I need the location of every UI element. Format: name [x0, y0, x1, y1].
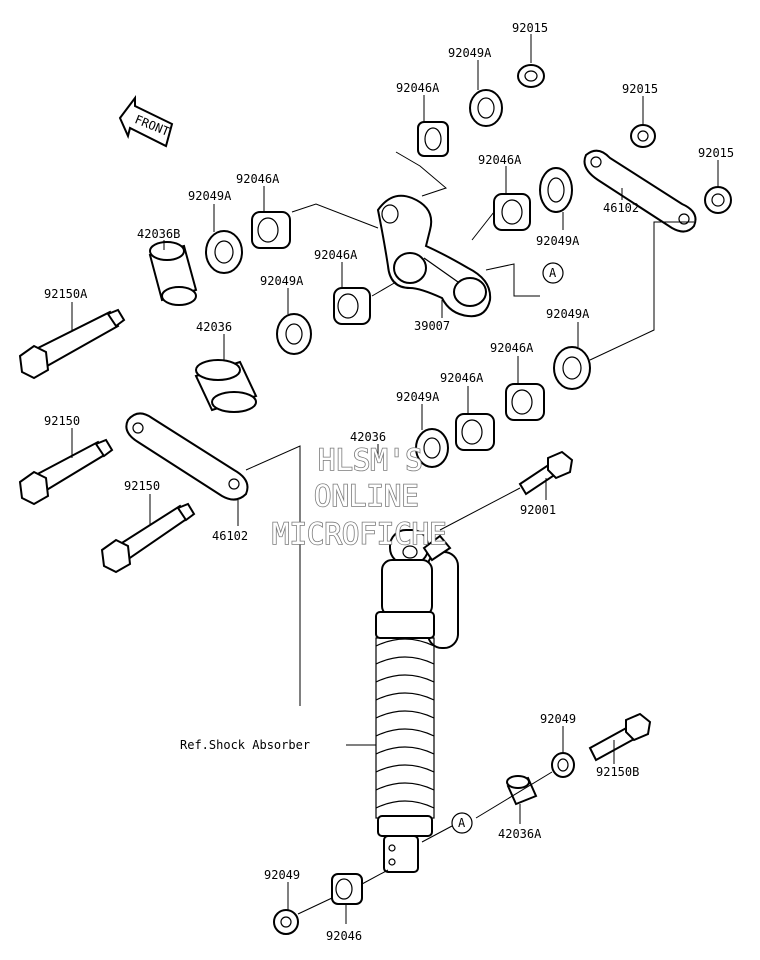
part-92049-bottom-washer: [273, 909, 299, 935]
part-92046-bottom: [331, 873, 363, 905]
part-92049A-right-3: [415, 428, 449, 468]
part-42036B-sleeve: [148, 241, 198, 306]
part-92046A-top: [417, 121, 449, 157]
part-92049A-top: [469, 89, 503, 127]
label-92015-right: 92015: [698, 146, 734, 160]
part-92150-lower-bolt: [100, 502, 196, 574]
label-92049A-top: 92049A: [448, 46, 492, 60]
label-92046A-top: 92046A: [396, 81, 440, 95]
label-92046A-center: 92046A: [314, 248, 358, 262]
part-92049A-left: [205, 230, 243, 274]
svg-text:A: A: [549, 266, 557, 280]
callout-A-top: A: [542, 262, 564, 284]
part-92150B-bolt: [588, 712, 652, 762]
label-92049-bottom: 92049: [264, 868, 300, 882]
label-92015-top: 92015: [512, 21, 548, 35]
label-42036B: 42036B: [137, 227, 180, 241]
label-92015-mid: 92015: [622, 82, 658, 96]
part-92049A-center: [276, 313, 312, 355]
part-42036A-collar: [506, 775, 538, 806]
label-92049A-center: 92049A: [260, 274, 304, 288]
part-46102-right-link: [583, 149, 697, 233]
label-92049-right: 92049: [540, 712, 576, 726]
label-42036-center: 42036: [350, 430, 386, 444]
callout-A-bottom: A: [451, 812, 473, 834]
part-92046A-left: [251, 211, 291, 249]
watermark: HLSM'S ONLINE MICROFICHE: [271, 442, 447, 552]
label-92049A-right-2: 92049A: [546, 307, 590, 321]
part-92015-mid: [630, 124, 656, 148]
part-92015-top: [517, 64, 545, 88]
label-92046A-right-3: 92046A: [440, 371, 484, 385]
coil-spring: [375, 637, 435, 819]
svg-text:A: A: [458, 816, 466, 830]
label-92049A-left: 92049A: [188, 189, 232, 203]
label-92049A-right-1: 92049A: [536, 234, 580, 248]
label-92046A-right-2: 92046A: [490, 341, 534, 355]
front-arrow-icon: FRONT: [118, 95, 174, 148]
label-92001: 92001: [520, 503, 556, 517]
part-92015-right: [704, 186, 732, 214]
part-46102-left-link: [125, 412, 249, 501]
part-92046A-right-1: [493, 193, 531, 231]
watermark-line-1: HLSM'S: [318, 443, 423, 477]
part-92001-bolt: [518, 450, 574, 496]
part-92046A-center: [333, 287, 371, 325]
label-92046-bottom: 92046: [326, 929, 362, 943]
part-42036-sleeve: [194, 359, 258, 413]
label-92150B: 92150B: [596, 765, 639, 779]
label-46102-left: 46102: [212, 529, 248, 543]
label-92046A-left: 92046A: [236, 172, 280, 186]
label-39007: 39007: [414, 319, 450, 333]
shock-absorber-assembly: [375, 529, 459, 873]
label-92046A-right-1: 92046A: [478, 153, 522, 167]
label-46102-right: 46102: [603, 201, 639, 215]
part-92049A-right-1: [539, 167, 573, 213]
label-92049A-right-3: 92049A: [396, 390, 440, 404]
part-92150A-bolt: [18, 308, 126, 380]
watermark-line-3: MICROFICHE: [272, 517, 447, 551]
label-92150A: 92150A: [44, 287, 88, 301]
part-92046A-right-3: [455, 413, 495, 451]
part-92049A-right-2: [553, 346, 591, 390]
part-92150-upper-bolt: [18, 438, 114, 506]
label-92150-lower: 92150: [124, 479, 160, 493]
part-39007-rocker-arm: [376, 194, 492, 318]
label-42036: 42036: [196, 320, 232, 334]
watermark-line-2: ONLINE: [314, 479, 419, 513]
label-92150-upper: 92150: [44, 414, 80, 428]
part-92049-right-washer: [551, 752, 575, 778]
label-ref-shock-absorber: Ref.Shock Absorber: [180, 738, 310, 752]
part-92046A-right-2: [505, 383, 545, 421]
label-42036A: 42036A: [498, 827, 542, 841]
